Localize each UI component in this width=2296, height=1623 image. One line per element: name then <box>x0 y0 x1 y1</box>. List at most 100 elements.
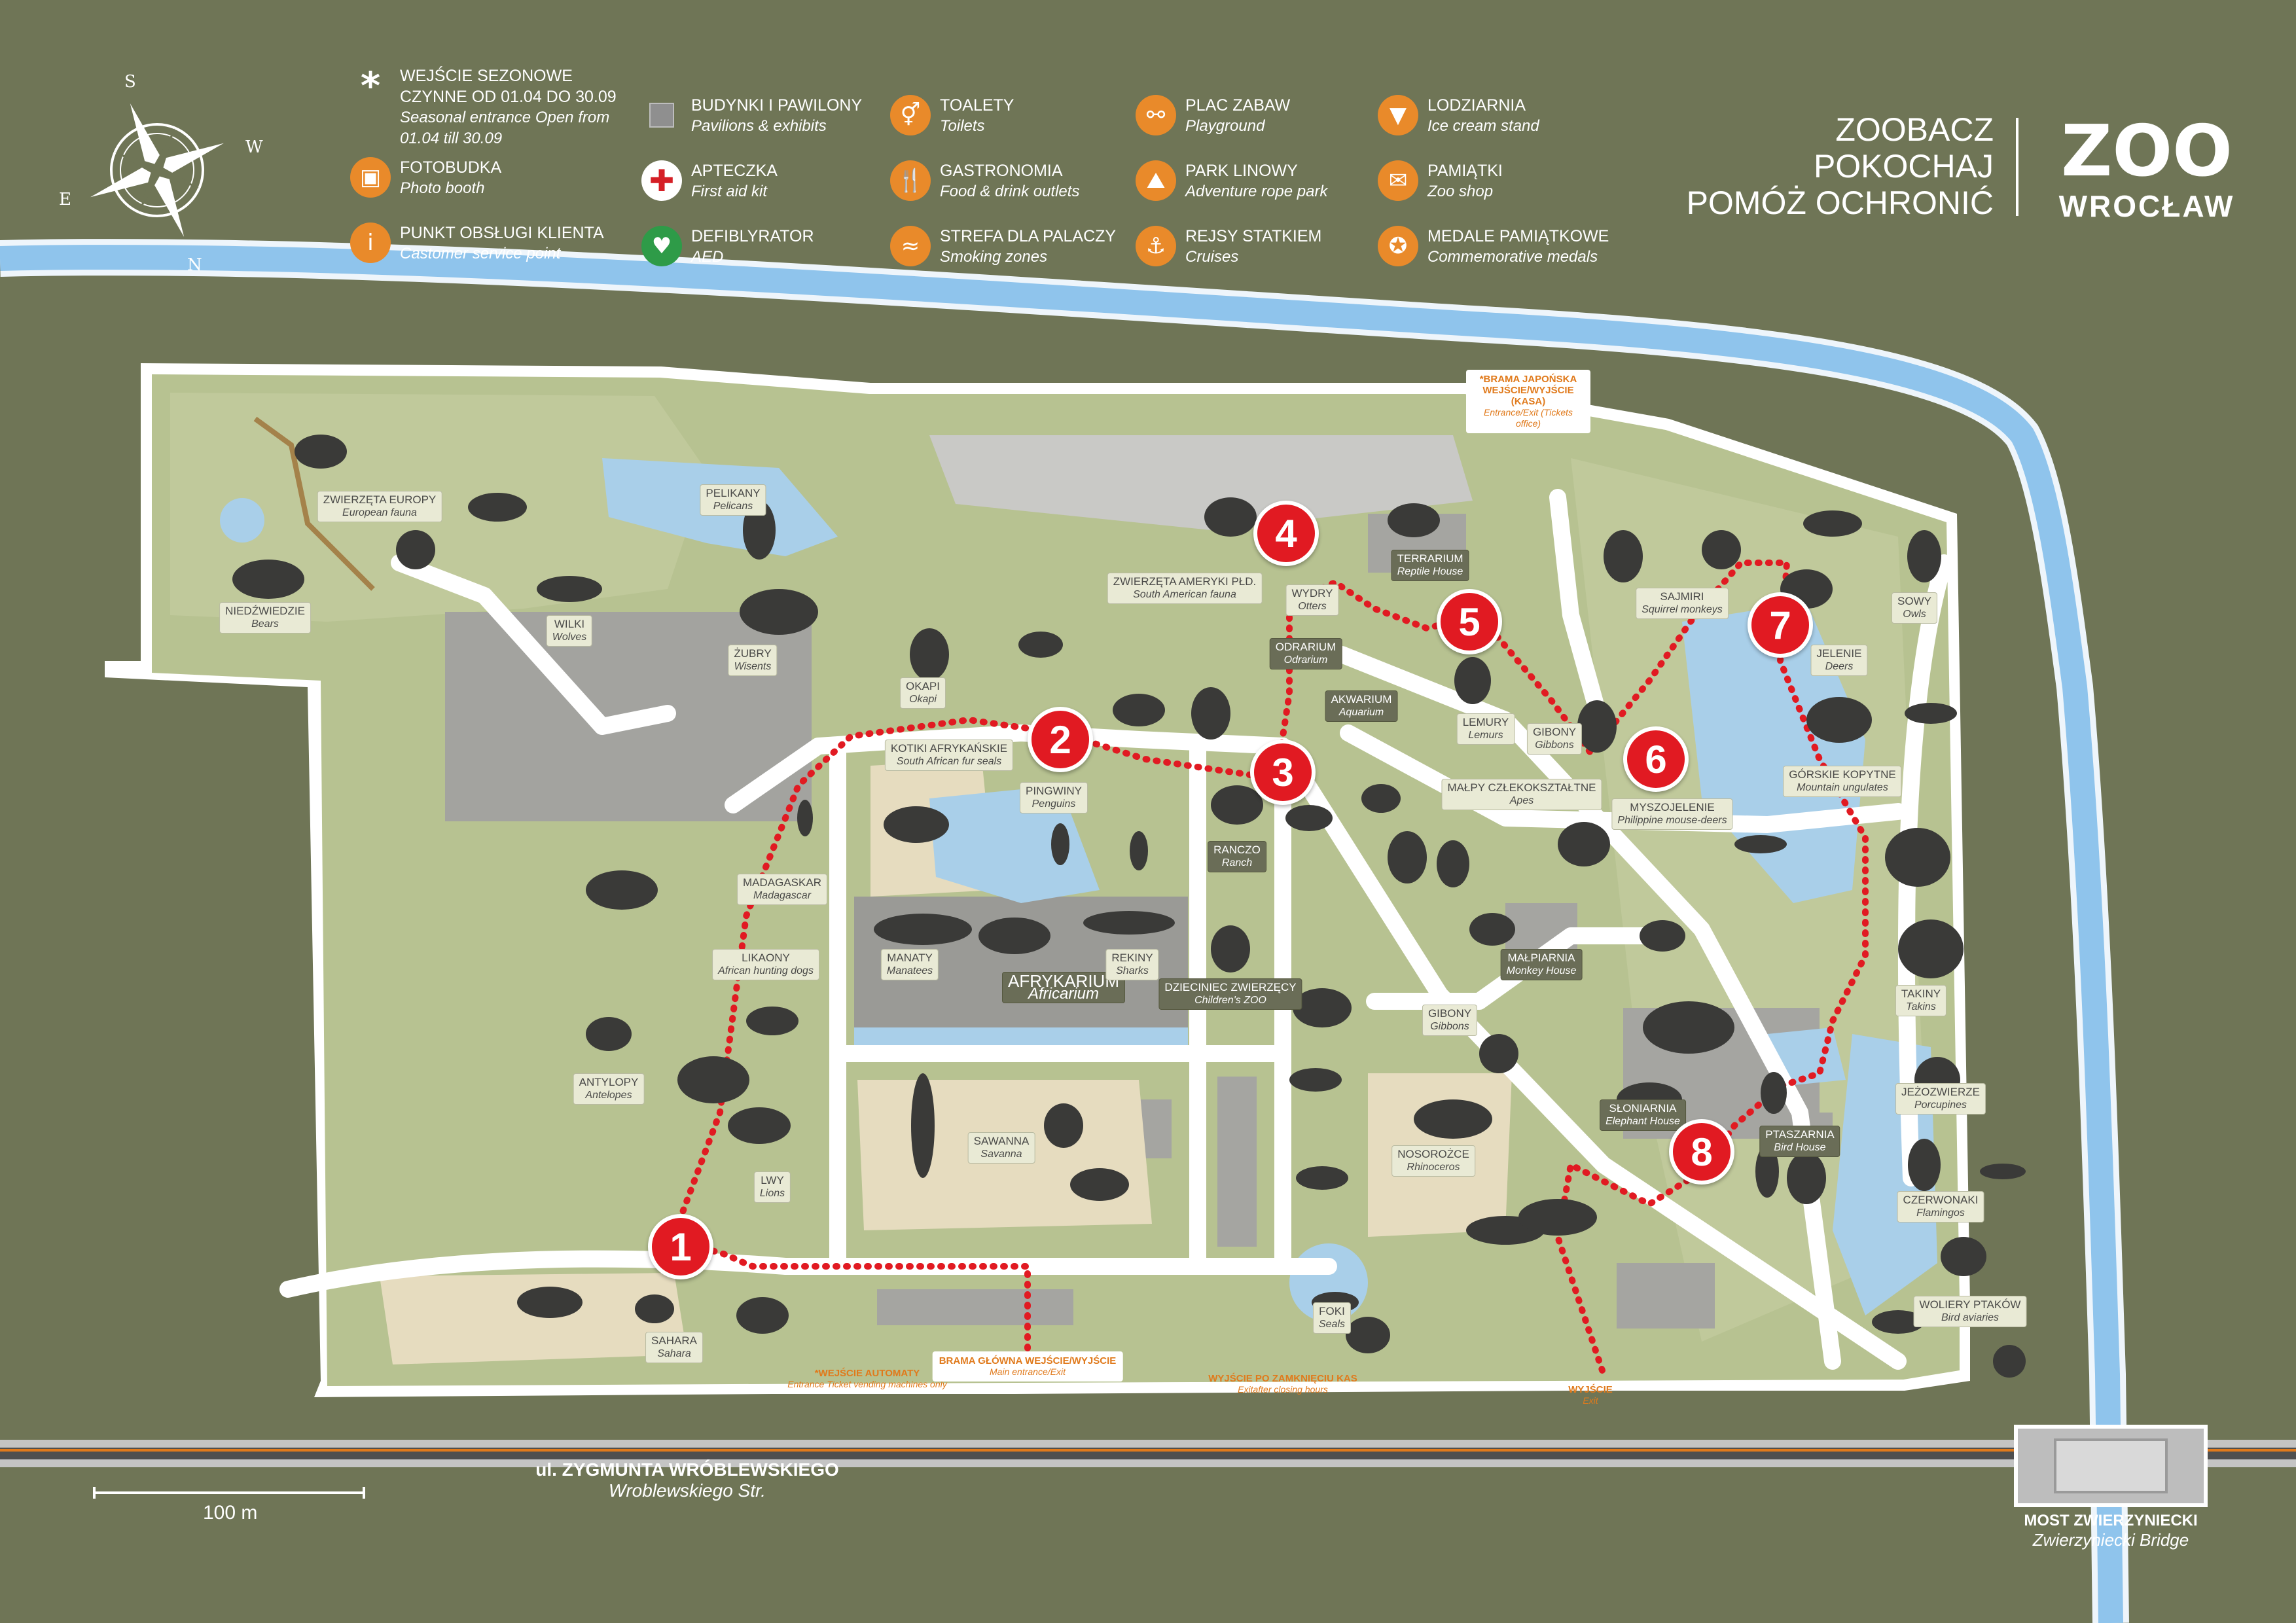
street-line <box>0 1449 2296 1452</box>
route-marker-3[interactable]: 3 <box>1250 740 1316 805</box>
building-north-pavilion <box>929 435 1473 530</box>
route-marker-6[interactable]: 6 <box>1623 726 1689 792</box>
exhibit-name-en: Aquarium <box>1338 707 1384 718</box>
exhibit-label-childrens-zoo[interactable]: DZIECINIEC ZWIERZĘCY Children's ZOO <box>1158 978 1302 1010</box>
exhibit-label-lions[interactable]: LWY Lions <box>753 1171 791 1203</box>
route-marker-8[interactable]: 8 <box>1669 1119 1734 1185</box>
legend-label-en: Photo booth <box>400 179 485 197</box>
exhibit-label-pelicans[interactable]: PELIKANY Pelicans <box>700 484 766 516</box>
legend-label-en: Commemorative medals <box>1427 248 1598 266</box>
legend-label: WEJŚCIE SEZONOWE CZYNNE OD 01.04 DO 30.0… <box>400 67 617 106</box>
exhibit-label-south-american-fauna[interactable]: ZWIERZĘTA AMERYKI PŁD.South American fau… <box>1107 573 1263 604</box>
exhibit-name-en: Savanna <box>980 1149 1022 1160</box>
gate-name-en: Main entrance/Exit <box>990 1366 1066 1377</box>
exhibit-name-en: Lions <box>759 1188 785 1199</box>
route-marker-5[interactable]: 5 <box>1437 589 1502 654</box>
exhibit-name-en: Porcupines <box>1914 1099 1967 1111</box>
route-marker-2[interactable]: 2 <box>1028 707 1093 772</box>
gate-name-en: Exitafter closing hours <box>1238 1384 1328 1395</box>
exhibit-name-en: Children's ZOO <box>1194 995 1266 1006</box>
exhibit-name: DZIECINIEC ZWIERZĘCY <box>1164 981 1297 993</box>
exhibit-name-en: Bears <box>251 618 279 630</box>
exhibit-name: MAŁPIARNIA <box>1507 952 1575 964</box>
exhibit-label-aquarium[interactable]: AKWARIUM Aquarium <box>1325 690 1398 722</box>
bridge-name-en: Zwierzyniecki Bridge <box>2032 1530 2189 1550</box>
exhibit-name: ZWIERZĘTA EUROPY <box>323 493 437 506</box>
slogan: ZOOBACZ POKOCHAJ POMÓŻ OCHRONIĆ <box>1636 111 1994 221</box>
exhibit-name-en: Pelicans <box>713 501 753 512</box>
gate-japanese-gate[interactable]: *BRAMA JAPOŃSKA WEJŚCIE/WYJŚCIE (KASA)En… <box>1466 370 1590 433</box>
exhibit-name-en: Odrarium <box>1283 654 1328 666</box>
legend-label-en: Seasonal entrance Open from 01.04 till 3… <box>400 109 610 147</box>
route-marker-4[interactable]: 4 <box>1253 501 1319 566</box>
exhibit-name-en: Sahara <box>657 1348 691 1359</box>
scale-bar <box>93 1487 365 1499</box>
exhibit-name: AKWARIUM <box>1331 693 1392 705</box>
zoo-wroclaw-logo: ZOO WROCŁAW <box>2055 111 2238 223</box>
exhibit-name: PELIKANY <box>706 487 761 499</box>
gift-icon: ✉ <box>1378 160 1418 201</box>
exhibit-name: MAŁPY CZŁEKOKSZTAŁTNE <box>1447 781 1596 794</box>
ice-cream-icon: ▼ <box>1378 95 1418 135</box>
route-marker-1[interactable]: 1 <box>648 1214 713 1279</box>
exhibit-name-en: Elephant House <box>1605 1116 1680 1127</box>
route-marker-7[interactable]: 7 <box>1748 592 1813 658</box>
exhibit-name-en: Wolves <box>552 632 587 643</box>
legend-label: DEFIBLYRATOR <box>691 227 814 245</box>
exhibit-name-en: South American fauna <box>1133 589 1236 600</box>
bridge-deck <box>2054 1438 2168 1493</box>
legend-label: TOALETY <box>940 96 1014 115</box>
compass-icon <box>90 103 224 237</box>
european-fence <box>253 416 375 591</box>
exhibit-name: LWY <box>761 1174 784 1186</box>
exhibit-name-en: Penguins <box>1031 798 1076 810</box>
slogan-line-3: POMÓŻ OCHRONIĆ <box>1686 185 1994 221</box>
exhibit-name-en: Seals <box>1318 1319 1346 1330</box>
exhibit-name: SAJMIRI <box>1660 590 1704 603</box>
gate-name: *BRAMA JAPOŃSKA WEJŚCIE/WYJŚCIE (KASA) <box>1479 374 1577 407</box>
